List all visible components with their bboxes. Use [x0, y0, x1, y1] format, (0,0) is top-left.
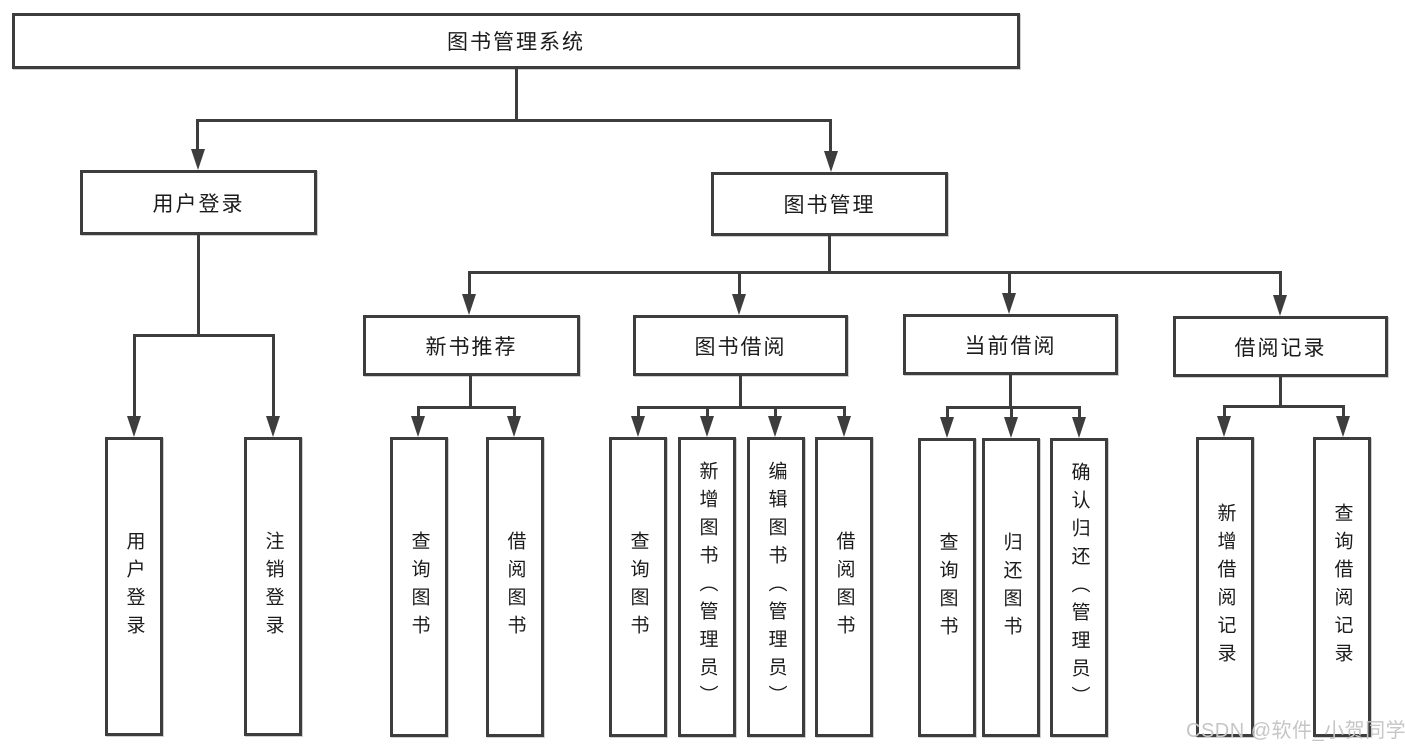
arrow-down-icon [411, 416, 425, 437]
connector-line [1279, 271, 1282, 298]
connector-line [1010, 406, 1013, 419]
connector-line [1008, 271, 1011, 298]
arrow-down-icon [940, 417, 954, 438]
connector-line [1223, 405, 1226, 419]
leaf-query-borrow-record: 查询借阅记录 [1313, 437, 1371, 737]
arrow-down-icon [266, 416, 280, 437]
connector-line [706, 406, 709, 419]
leaf-label: 查询借阅记录 [1331, 503, 1353, 671]
connector-line [738, 271, 741, 298]
leaf-borrow-books-2: 借阅图书 [815, 437, 873, 737]
connector-line [468, 271, 1282, 274]
connector-line [417, 406, 420, 419]
connector-line [637, 406, 846, 409]
leaf-label: 查询图书 [408, 531, 430, 643]
connector-line [828, 235, 831, 274]
connector-line [197, 233, 200, 337]
node-borrowing-records: 借阅记录 [1173, 316, 1388, 377]
leaf-label: 查询图书 [936, 531, 958, 644]
leaf-logout: 注销登录 [244, 437, 302, 736]
arrow-down-icon [631, 416, 645, 437]
arrow-down-icon [732, 294, 746, 315]
node-label: 图书借阅 [694, 335, 787, 359]
leaf-label: 查询图书 [627, 531, 649, 643]
node-book-management: 图书管理 [711, 172, 948, 236]
csdn-watermark: CSDN @软件_小贺同学 [1186, 720, 1405, 742]
connector-line [1009, 374, 1012, 408]
arrow-down-icon [837, 416, 851, 437]
connector-line [946, 406, 1081, 409]
leaf-borrow-books-1: 借阅图书 [486, 437, 544, 737]
node-user-login: 用户登录 [80, 170, 317, 235]
arrow-down-icon [700, 416, 714, 437]
arrow-down-icon [127, 416, 141, 437]
arrow-down-icon [824, 151, 838, 172]
node-current-borrowing: 当前借阅 [903, 314, 1118, 375]
arrow-down-icon [1072, 417, 1086, 438]
leaf-query-books-3: 查询图书 [918, 438, 976, 737]
leaf-label: 新增借阅记录 [1214, 503, 1236, 671]
connector-line [1342, 405, 1345, 419]
leaf-label: 用户登录 [123, 530, 145, 643]
arrow-down-icon [462, 294, 476, 315]
leaf-query-books-2: 查询图书 [609, 437, 667, 737]
connector-line [196, 119, 832, 122]
connector-line [272, 334, 275, 418]
connector-line [1078, 406, 1081, 419]
connector-line [513, 406, 516, 419]
connector-line [774, 406, 777, 419]
leaf-label: 借阅图书 [833, 531, 855, 643]
node-label: 借阅记录 [1234, 336, 1327, 360]
arrow-down-icon [507, 416, 521, 437]
node-new-book-recommendation: 新书推荐 [363, 315, 580, 376]
arrow-down-icon [1273, 295, 1287, 316]
connector-line [468, 271, 471, 298]
connector-line [1279, 377, 1282, 408]
node-label: 新书推荐 [425, 335, 518, 359]
node-label: 图书管理系统 [447, 31, 585, 54]
arrow-down-icon [1004, 417, 1018, 438]
connector-line [637, 406, 640, 419]
leaf-add-books-admin: 新增图书（管理员） [678, 437, 736, 737]
connector-line [515, 68, 518, 121]
leaf-label: 新增图书（管理员） [696, 461, 718, 713]
arrow-down-icon [1002, 293, 1016, 314]
arrow-down-icon [1217, 416, 1231, 437]
node-book-borrowing: 图书借阅 [633, 315, 848, 376]
arrow-down-icon [768, 416, 782, 437]
node-library-management-system: 图书管理系统 [12, 13, 1020, 69]
arrow-down-icon [191, 149, 205, 170]
node-label: 用户登录 [152, 192, 245, 216]
leaf-query-books-1: 查询图书 [390, 437, 448, 737]
connector-line [843, 406, 846, 419]
node-label: 图书管理 [783, 194, 876, 217]
connector-line [133, 334, 275, 337]
leaf-user-login: 用户登录 [105, 437, 163, 736]
connector-line [417, 406, 516, 409]
connector-line [196, 119, 199, 153]
leaf-label: 借阅图书 [504, 531, 526, 643]
connector-line [133, 334, 136, 418]
leaf-add-borrow-record: 新增借阅记录 [1196, 437, 1254, 737]
connector-line [469, 375, 472, 408]
leaf-return-books: 归还图书 [982, 438, 1040, 737]
node-label: 当前借阅 [964, 334, 1057, 358]
leaf-label: 归还图书 [1000, 531, 1022, 644]
connector-line [946, 406, 949, 419]
connector-line [739, 375, 742, 408]
leaf-label: 编辑图书（管理员） [765, 461, 787, 713]
connector-line [829, 119, 832, 153]
leaf-confirm-return-admin: 确认归还（管理员） [1050, 438, 1108, 737]
connector-line [1223, 405, 1345, 408]
arrow-down-icon [1336, 416, 1350, 437]
leaf-label: 注销登录 [262, 530, 284, 643]
leaf-label: 确认归还（管理员） [1068, 461, 1090, 714]
leaf-edit-books-admin: 编辑图书（管理员） [747, 437, 805, 737]
